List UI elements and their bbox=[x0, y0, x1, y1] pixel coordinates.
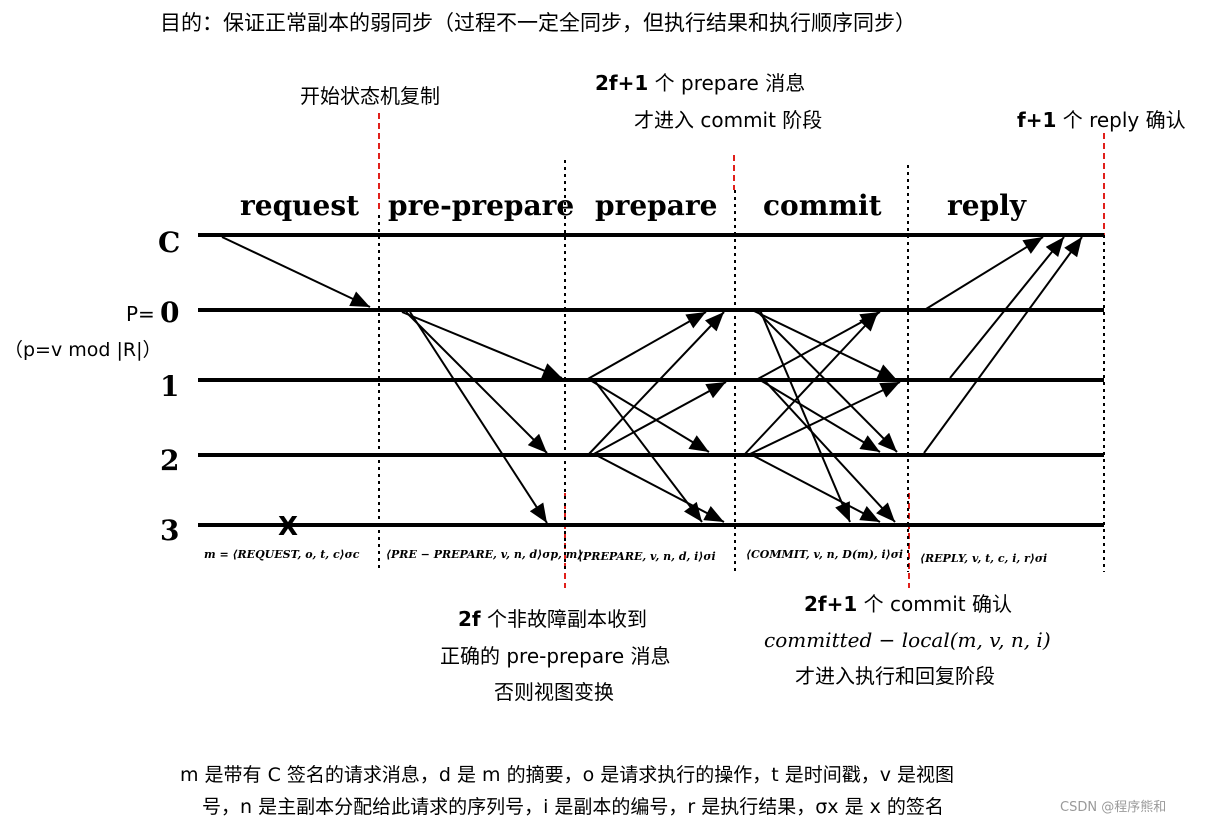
prepare-quorum-annotation-line1: 2f+1 个 prepare 消息 bbox=[595, 71, 805, 95]
preprepare-annotation-line1: 2f 个非故障副本收到 bbox=[458, 607, 647, 631]
arrows-request bbox=[221, 236, 371, 308]
prepare-quorum-annotation-line2: 才进入 commit 阶段 bbox=[634, 108, 822, 132]
arrows-prepare bbox=[585, 311, 727, 523]
arrow-request-c-to-0 bbox=[221, 236, 371, 308]
primary-prefix-label: P= bbox=[126, 302, 155, 326]
node-replica-0-label: 0 bbox=[160, 296, 179, 329]
phase-reply: reply bbox=[947, 189, 1027, 222]
node-replica-2-label: 2 bbox=[160, 444, 179, 477]
arrow-commit-2-to-3 bbox=[751, 454, 881, 523]
arrow-reply-1-to-c bbox=[949, 236, 1065, 379]
start-annotation: 开始状态机复制 bbox=[300, 84, 440, 108]
msg-prepare: ⟨PREPARE, v, n, d, i⟩σi bbox=[578, 550, 716, 563]
arrow-reply-0-to-c bbox=[925, 236, 1044, 310]
arrow-commit-1-to-3 bbox=[763, 379, 896, 523]
arrow-prepare-1-to-0 bbox=[585, 311, 707, 381]
arrow-reply-2-to-c bbox=[923, 236, 1083, 454]
arrow-commit-0-to-2 bbox=[755, 309, 898, 453]
node-replica-1-label: 1 bbox=[160, 370, 179, 403]
arrow-commit-0-to-1 bbox=[751, 309, 898, 381]
commit-annotation-line1: 2f+1 个 commit 确认 bbox=[804, 592, 1012, 616]
phase-request: request bbox=[240, 189, 359, 222]
preprepare-annotation-line3: 否则视图变换 bbox=[494, 680, 614, 704]
primary-formula-label: （p=v mod |R|） bbox=[4, 339, 162, 361]
arrow-preprepare-0-to-3 bbox=[409, 311, 548, 524]
arrow-prepare-1-to-2 bbox=[589, 379, 710, 453]
quorum-markers bbox=[378, 113, 1105, 588]
node-client-label: C bbox=[158, 226, 180, 259]
csdn-watermark: CSDN @程序熊和 bbox=[1060, 799, 1166, 815]
arrow-preprepare-0-to-1 bbox=[401, 311, 563, 379]
timelines bbox=[198, 233, 1104, 527]
arrow-commit-0-to-3 bbox=[759, 309, 851, 523]
arrow-prepare-2-to-3 bbox=[595, 454, 725, 523]
arrows-reply bbox=[923, 236, 1083, 454]
arrow-prepare-2-to-0 bbox=[587, 311, 725, 456]
msg-preprepare: ⟨PRE − PREPARE, v, n, d⟩σp, m⟩ bbox=[386, 548, 582, 561]
arrow-prepare-1-to-3 bbox=[593, 379, 703, 523]
arrow-commit-2-to-0 bbox=[743, 311, 879, 456]
arrows-commit bbox=[743, 309, 901, 523]
phase-prepare: prepare bbox=[595, 189, 717, 222]
msg-reply: ⟨REPLY, v, t, c, i, r⟩σi bbox=[920, 552, 1047, 565]
reply-quorum-annotation: f+1 个 reply 确认 bbox=[1017, 108, 1186, 132]
node-replica-3-label: 3 bbox=[160, 514, 179, 547]
arrows-preprepare bbox=[401, 311, 563, 524]
arrow-commit-2-to-1 bbox=[747, 381, 901, 456]
arrow-commit-1-to-2 bbox=[759, 379, 881, 453]
arrow-prepare-2-to-1 bbox=[591, 381, 727, 456]
msg-commit: ⟨COMMIT, v, n, D(m), i⟩σi bbox=[746, 548, 903, 561]
msg-request: m = ⟨REQUEST, o, t, c⟩σc bbox=[204, 548, 360, 561]
legend-line1: m 是带有 C 签名的请求消息，d 是 m 的摘要，o 是请求执行的操作，t 是… bbox=[180, 764, 954, 786]
arrow-preprepare-0-to-2 bbox=[405, 311, 548, 454]
purpose-title: 目的：保证正常副本的弱同步（过程不一定全同步，但执行结果和执行顺序同步） bbox=[160, 11, 916, 35]
legend-line2: 号，n 是主副本分配给此请求的序列号，i 是副本的编号，r 是执行结果，σx 是… bbox=[202, 796, 944, 818]
phase-preprepare: pre-prepare bbox=[388, 189, 574, 222]
commit-annotation-line3: 才进入执行和回复阶段 bbox=[795, 664, 995, 688]
faulty-x-mark: X bbox=[278, 512, 298, 542]
phase-commit: commit bbox=[763, 189, 882, 222]
preprepare-annotation-line2: 正确的 pre-prepare 消息 bbox=[440, 644, 671, 668]
commit-annotation-line2: committed − local(m, v, n, i) bbox=[764, 628, 1051, 652]
